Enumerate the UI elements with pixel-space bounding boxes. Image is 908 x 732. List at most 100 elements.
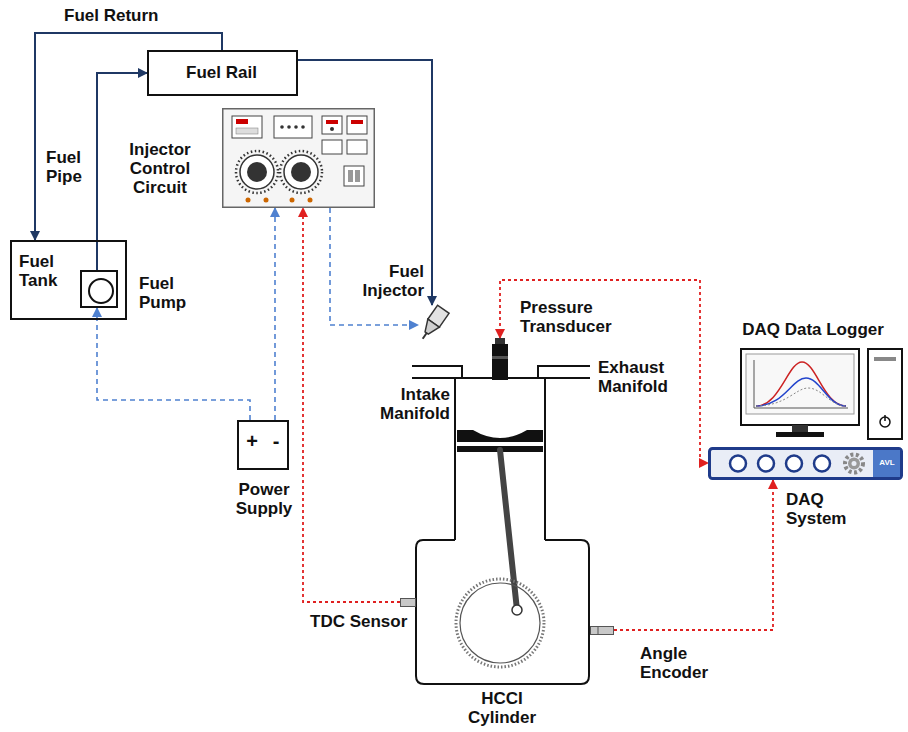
node-text: DAQ Data Logger xyxy=(720,320,906,339)
pressure-transducer-drawing xyxy=(492,338,508,380)
drawing-rect xyxy=(792,425,808,432)
node-text: Fuel Rail xyxy=(149,63,294,82)
drawing-circle xyxy=(294,125,298,129)
drawing-line xyxy=(598,626,599,635)
drawing-rect xyxy=(776,432,824,437)
drawing-circle xyxy=(786,456,802,472)
injector-control-panel: Injector Control Circuit xyxy=(222,108,375,208)
node-text: TDC Sensor xyxy=(310,612,414,631)
drawing-rect xyxy=(223,109,375,208)
drawing-rect xyxy=(236,119,248,124)
drawing-rect xyxy=(746,354,854,414)
daq-system-box-drawing xyxy=(708,447,903,480)
drawing-circle xyxy=(814,456,830,472)
brand-mark: AVL xyxy=(873,459,901,467)
drawing-rect xyxy=(322,116,342,134)
drawing-circle xyxy=(301,125,305,129)
fuel-injector-symbol: Fuel Injector xyxy=(418,305,448,343)
data-logger-computer-drawing xyxy=(740,348,903,440)
drawing-circle xyxy=(308,198,313,203)
hcci-cylinder-drawing xyxy=(415,378,590,685)
exhaust-pipe xyxy=(538,366,590,378)
drawing-line xyxy=(423,333,427,339)
node-text: Power Supply xyxy=(227,480,301,518)
fuel-pump-box: Fuel Pump xyxy=(80,270,118,308)
node-text: Fuel Injector xyxy=(346,262,424,300)
drawing-circle xyxy=(460,583,540,663)
pipe-label: Fuel Pipe xyxy=(46,148,92,186)
data-logger-computer: DAQ Data Logger xyxy=(740,348,903,440)
intake-pipe xyxy=(412,366,462,378)
node-text: - xyxy=(267,430,285,452)
angle-encoder: Angle Encoder xyxy=(590,626,614,635)
drawing-circle xyxy=(280,125,284,129)
drawing-rect xyxy=(495,338,505,344)
angle-encoder-drawing xyxy=(590,626,614,635)
drawing-circle xyxy=(240,155,274,189)
drawing-rect xyxy=(347,116,367,134)
edge-label: Fuel Return xyxy=(62,6,160,25)
drawing-rect xyxy=(401,599,416,607)
fuel-tank-box: Fuel TankFuel Pump xyxy=(10,240,127,320)
drawing-rect xyxy=(355,170,360,182)
drawing-rect xyxy=(347,140,367,154)
drawing-circle xyxy=(236,151,278,193)
drawing-rect xyxy=(322,140,342,154)
manifold-label: Exhaust Manifold xyxy=(598,358,686,396)
drawing-circle xyxy=(284,155,318,189)
drawing-rect xyxy=(344,166,364,186)
tdc-sensor: TDC Sensor xyxy=(400,598,416,607)
drawing-circle xyxy=(290,198,295,203)
drawing-circle xyxy=(758,456,774,472)
drawing-circle xyxy=(264,198,269,203)
drawing-rect xyxy=(232,116,262,138)
node-text: Pressure Transducer xyxy=(520,298,632,336)
connector-line xyxy=(274,208,276,420)
injector-control-panel-drawing xyxy=(222,108,375,208)
drawing-path xyxy=(754,360,848,408)
drawing-rect xyxy=(874,357,896,361)
drawing-path xyxy=(416,540,589,684)
daq-system-box: DAQ System xyxy=(708,447,903,480)
fuel-rail-box: Fuel Rail xyxy=(147,50,298,96)
drawing-rect xyxy=(710,449,902,479)
drawing-g xyxy=(417,305,449,343)
node-text: Injector Control Circuit xyxy=(110,140,210,197)
drawing-rect xyxy=(348,170,353,182)
drawing-circle xyxy=(848,458,860,470)
drawing-circle xyxy=(512,605,522,615)
power-supply-box: +-Power Supply xyxy=(237,420,289,470)
drawing-circle xyxy=(89,279,113,303)
node-text: + xyxy=(243,430,261,452)
drawing-rect xyxy=(236,128,258,134)
drawing-line xyxy=(884,415,886,421)
drawing-path xyxy=(756,388,846,406)
drawing-path xyxy=(756,378,846,406)
drawing-rect xyxy=(492,356,508,359)
manifold-label: Intake Manifold xyxy=(366,385,450,423)
node-text: Angle Encoder xyxy=(640,644,722,682)
drawing-circle xyxy=(246,198,251,203)
drawing-circle xyxy=(456,579,544,667)
drawing-circle xyxy=(845,455,863,473)
connector-line xyxy=(97,308,250,420)
drawing-rect xyxy=(326,120,338,124)
node-text: DAQ System xyxy=(786,490,866,528)
fuel-injector-symbol-drawing xyxy=(418,305,448,343)
drawing-polygon xyxy=(421,319,439,337)
drawing-rect xyxy=(351,120,363,124)
drawing-rect xyxy=(741,349,859,425)
drawing-path xyxy=(457,430,543,442)
drawing-path xyxy=(756,362,846,406)
drawing-rect xyxy=(274,116,312,138)
node-text: Fuel Tank xyxy=(19,252,77,290)
drawing-circle xyxy=(291,162,311,182)
drawing-circle xyxy=(287,125,291,129)
hcci-cylinder: HCCI Cylinder xyxy=(415,378,590,685)
drawing-circle xyxy=(852,461,857,466)
pressure-transducer: Pressure Transducer xyxy=(492,338,508,380)
drawing-circle xyxy=(730,456,746,472)
connector-line xyxy=(614,480,773,630)
fuel-pump-box-drawing xyxy=(82,272,120,310)
node-text: HCCI Cylinder xyxy=(460,689,544,727)
